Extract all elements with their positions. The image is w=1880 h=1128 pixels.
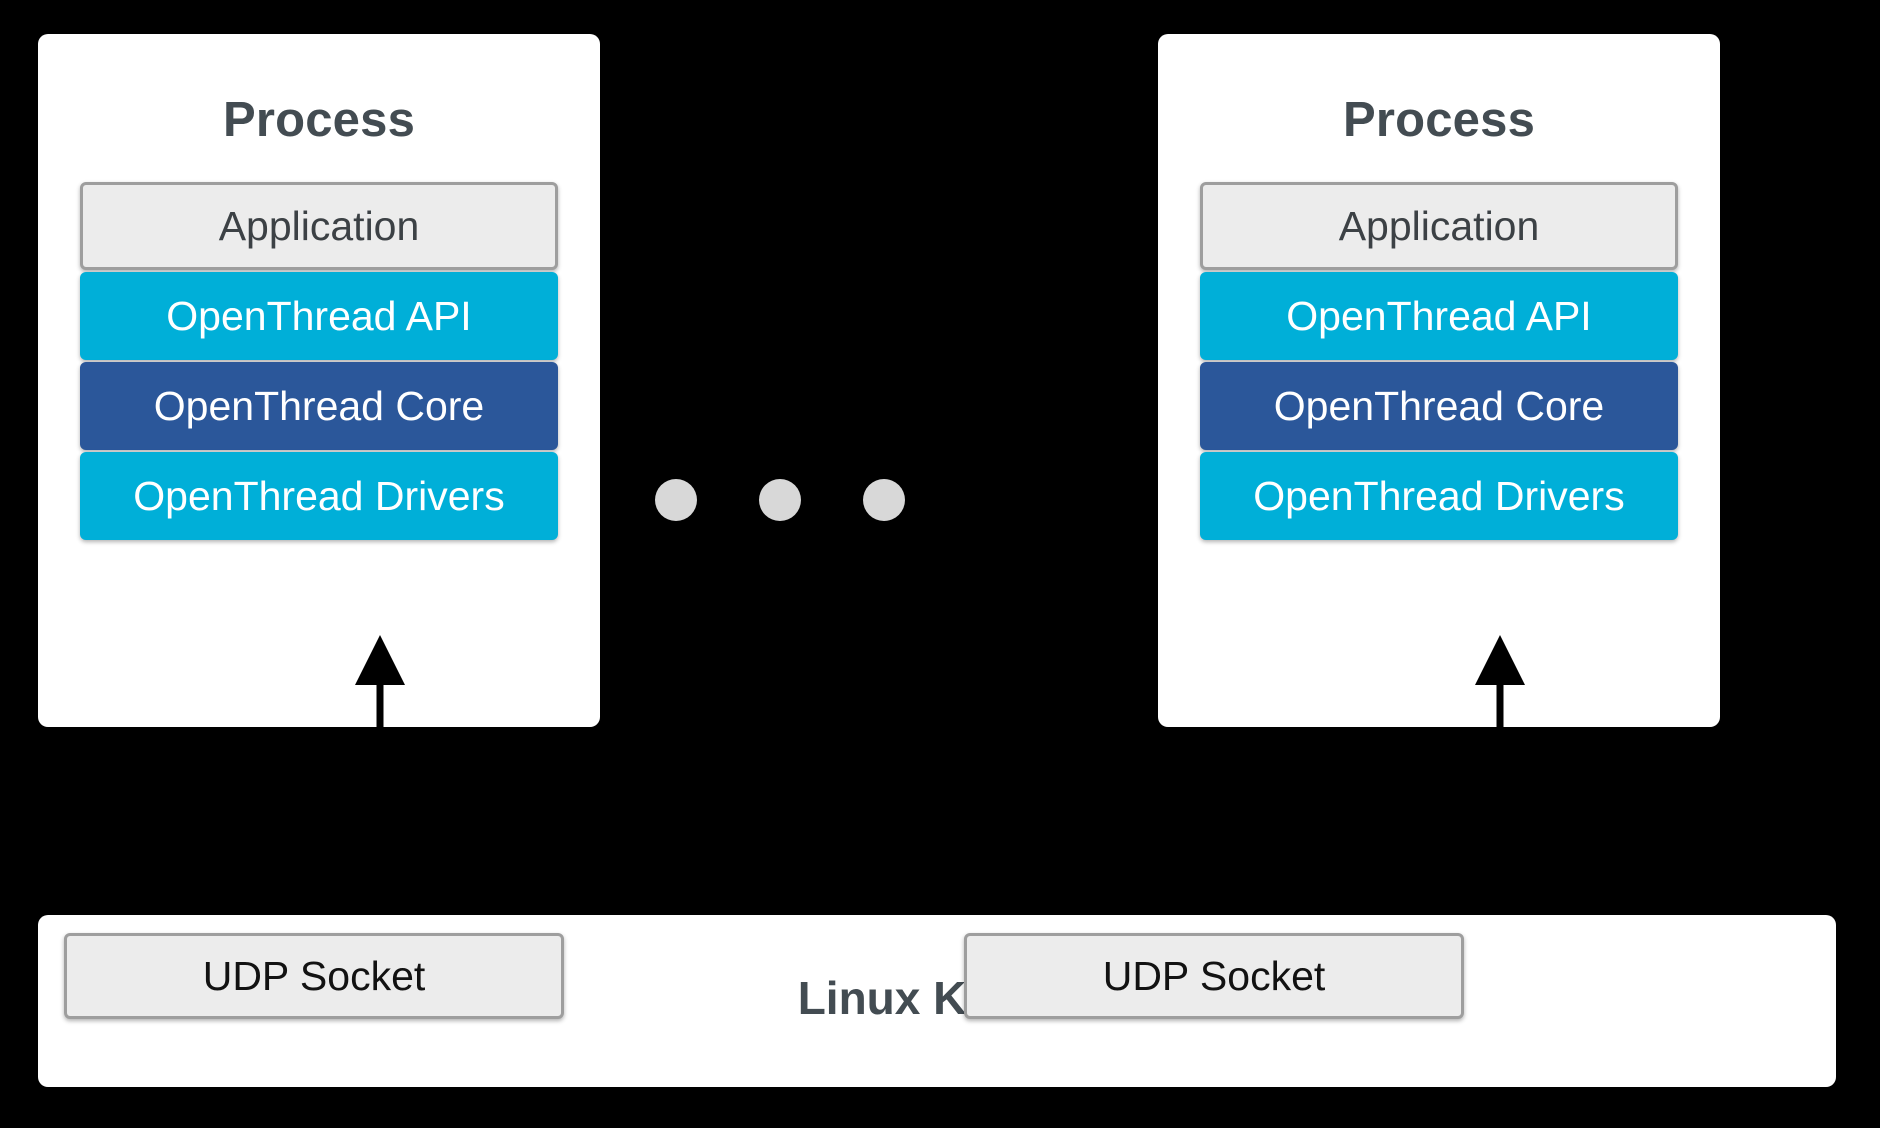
ellipsis-dots (655, 478, 905, 522)
process-card-left: Process Application OpenThread API OpenT… (38, 34, 600, 727)
layer-openthread-core-left: OpenThread Core (80, 362, 558, 450)
layer-openthread-drivers-left: OpenThread Drivers (80, 452, 558, 540)
process-card-right: Process Application OpenThread API OpenT… (1158, 34, 1720, 727)
layer-openthread-api-left: OpenThread API (80, 272, 558, 360)
layer-openthread-core-right: OpenThread Core (1200, 362, 1678, 450)
process-title-right: Process (1342, 93, 1536, 147)
layer-openthread-api-right: OpenThread API (1200, 272, 1678, 360)
layer-openthread-drivers-right: OpenThread Drivers (1200, 452, 1678, 540)
stack-left: Application OpenThread API OpenThread Co… (80, 182, 558, 540)
kernel-card: Linux Kernel UDP Socket UDP Socket (38, 915, 1836, 1087)
layer-application-left: Application (80, 182, 558, 270)
ellipsis-dot-icon (759, 479, 801, 521)
layer-application-right: Application (1200, 182, 1678, 270)
udp-socket-left: UDP Socket (64, 933, 564, 1019)
ellipsis-dot-icon (655, 479, 697, 521)
ellipsis-dot-icon (863, 479, 905, 521)
arrow-up-icon-left (355, 635, 405, 753)
arrow-up-icon-right (1475, 635, 1525, 753)
stack-right: Application OpenThread API OpenThread Co… (1200, 182, 1678, 540)
process-title-left: Process (222, 93, 416, 147)
udp-socket-right: UDP Socket (964, 933, 1464, 1019)
